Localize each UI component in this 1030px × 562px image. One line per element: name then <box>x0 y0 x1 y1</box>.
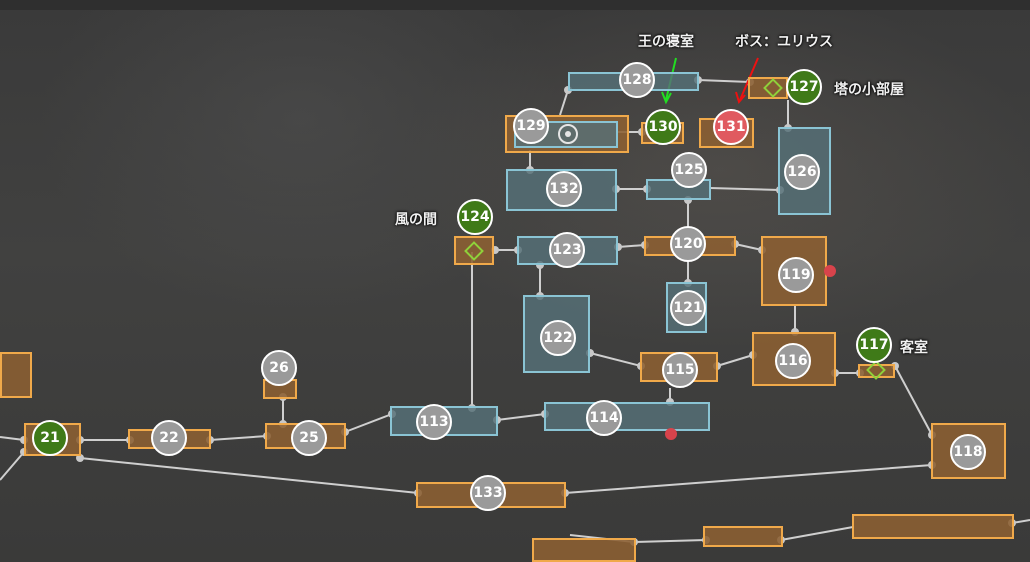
node-123[interactable]: 123 <box>549 232 585 268</box>
node-122[interactable]: 122 <box>540 320 576 356</box>
node-119[interactable]: 119 <box>778 257 814 293</box>
room-left-edge <box>0 352 32 398</box>
node-116[interactable]: 116 <box>775 343 811 379</box>
node-124[interactable]: 124 <box>457 199 493 235</box>
node-117[interactable]: 117 <box>856 327 892 363</box>
node-129[interactable]: 129 <box>513 108 549 144</box>
label-boss: ボス：ユリウス <box>735 34 833 50</box>
node-114[interactable]: 114 <box>586 400 622 436</box>
node-118[interactable]: 118 <box>950 434 986 470</box>
node-120[interactable]: 120 <box>670 226 706 262</box>
node-26[interactable]: 26 <box>261 350 297 386</box>
room-bottom-a <box>532 538 636 562</box>
label-king-bedroom: 王の寝室 <box>638 34 694 50</box>
node-113[interactable]: 113 <box>416 404 452 440</box>
node-25[interactable]: 25 <box>291 420 327 456</box>
room-114 <box>544 402 710 431</box>
node-121[interactable]: 121 <box>670 290 706 326</box>
node-22[interactable]: 22 <box>151 420 187 456</box>
node-132[interactable]: 132 <box>546 171 582 207</box>
node-133[interactable]: 133 <box>470 475 506 511</box>
room-124 <box>454 236 494 265</box>
label-wind-room: 風の間 <box>395 212 437 228</box>
room-bottom-b <box>703 526 783 547</box>
node-21[interactable]: 21 <box>32 420 68 456</box>
item-marker-114 <box>665 428 677 440</box>
node-127[interactable]: 127 <box>786 69 822 105</box>
node-131[interactable]: 131 <box>713 109 749 145</box>
label-tower-room: 塔の小部屋 <box>834 82 904 98</box>
target-icon <box>558 124 578 144</box>
node-115[interactable]: 115 <box>662 352 698 388</box>
node-130[interactable]: 130 <box>645 109 681 145</box>
item-marker-119 <box>824 265 836 277</box>
node-125[interactable]: 125 <box>671 152 707 188</box>
node-128[interactable]: 128 <box>619 62 655 98</box>
room-117 <box>858 364 895 378</box>
label-guest-room: 客室 <box>900 340 928 356</box>
room-bottom-c <box>852 514 1014 539</box>
node-126[interactable]: 126 <box>784 154 820 190</box>
